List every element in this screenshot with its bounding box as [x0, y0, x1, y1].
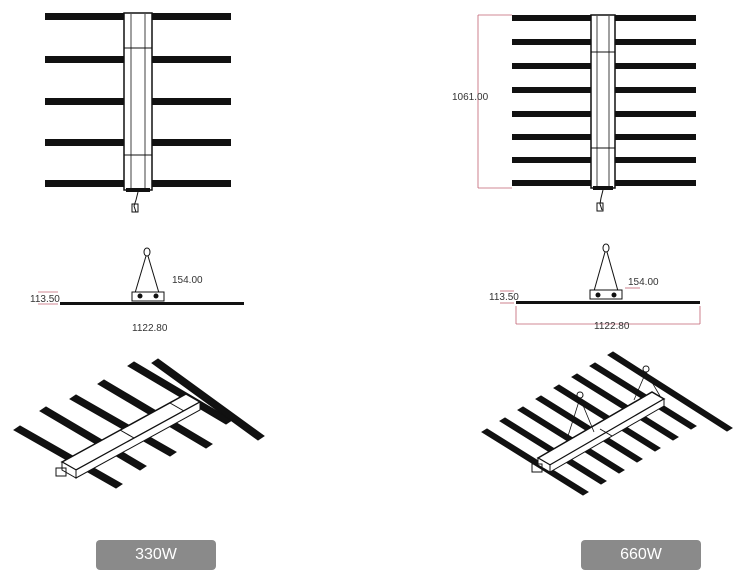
right-side-view: 113.50 154.00 1122.80: [489, 243, 701, 332]
left-hanger-label: 154.00: [172, 275, 203, 286]
right-width-label: 1122.80: [594, 321, 630, 332]
left-width-label: 1122.80: [132, 323, 168, 334]
right-top-view: 1061.00: [452, 14, 696, 212]
right-center-spine: [590, 14, 616, 189]
left-top-view: [45, 12, 231, 213]
right-isometric-view: [481, 351, 733, 496]
right-iso-bar-1: [481, 428, 589, 496]
right-side-bar: [516, 301, 700, 304]
left-height-label: 113.50: [30, 294, 60, 305]
right-height-label: 113.50: [489, 292, 519, 303]
wattage-badge-330w: 330W: [96, 540, 216, 570]
wattage-badge-660w: 660W: [581, 540, 701, 570]
right-iso-bar-8: [607, 351, 733, 432]
left-side-view: 113.50 154.00 1122.80: [30, 247, 244, 334]
left-center-spine: [123, 12, 153, 191]
left-iso-bar-6: [151, 358, 265, 441]
right-length-label: 1061.00: [452, 92, 489, 103]
left-side-bar: [60, 302, 244, 305]
left-isometric-view: [13, 358, 265, 489]
right-hanger-label: 154.00: [628, 277, 659, 288]
